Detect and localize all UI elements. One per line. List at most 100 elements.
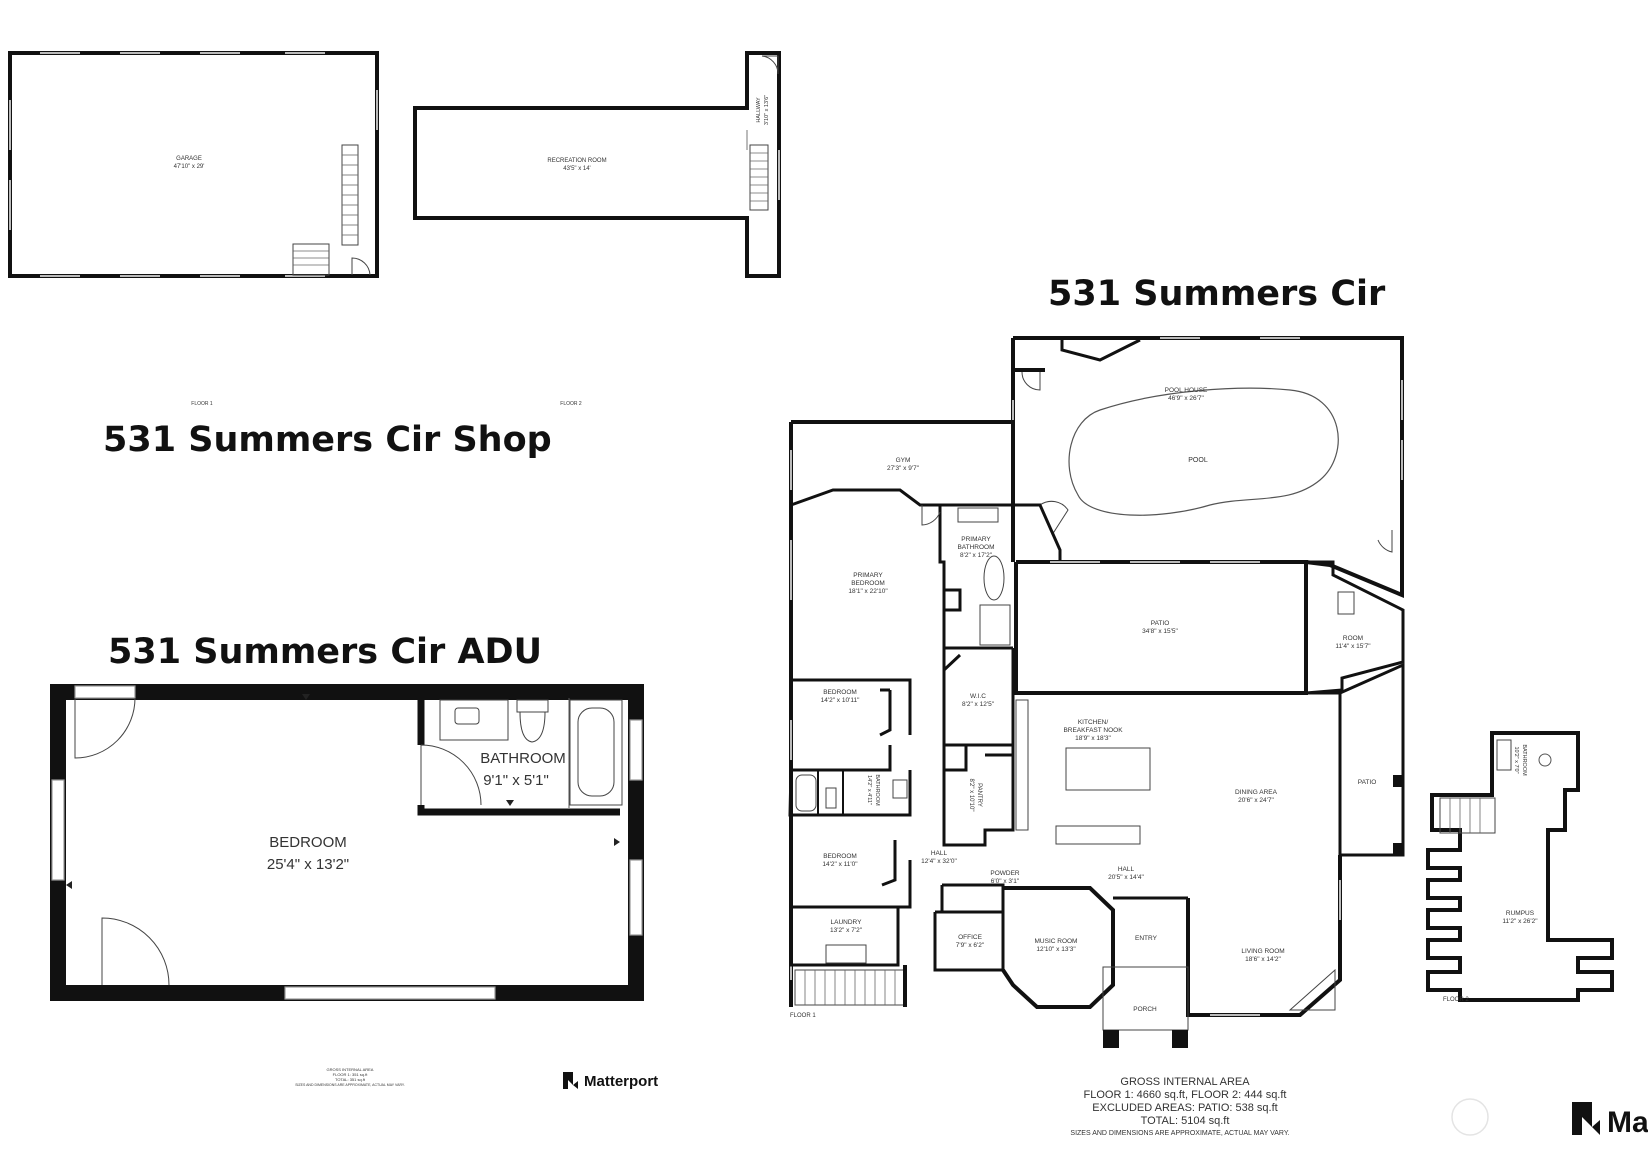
gia-total: TOTAL: 5104 sq.ft	[1141, 1115, 1230, 1127]
faint-circle-icon	[1451, 1098, 1489, 1136]
main-title: 531 Summers Cir	[1048, 274, 1386, 314]
adu-vanity	[439, 699, 509, 741]
matterport-icon	[563, 1072, 578, 1089]
pool-label: POOL	[1188, 457, 1208, 464]
main-floor2-plan: BATHROOM 10'2" x 7'0" RUMPUS 11'2" x 26'…	[1426, 731, 1614, 1003]
porch-label: PORCH	[1133, 1006, 1157, 1013]
pool-house-dim: 46'9" x 26'7"	[1168, 395, 1204, 402]
svg-text:GROSS INTERNAL AREA: GROSS INTERNAL AREA	[327, 1067, 374, 1072]
floor2-bathroom-label: BATHROOM	[1521, 744, 1527, 776]
main-gross-area: GROSS INTERNAL AREA FLOOR 1: 4660 sq.ft,…	[1070, 1076, 1289, 1137]
living-room-dim: 18'6" x 14'2"	[1245, 956, 1281, 963]
garage-door-swing	[351, 257, 371, 276]
kitchen-label1: KITCHEN/	[1078, 719, 1109, 726]
main-stairs	[794, 969, 906, 1006]
rumpus-dim: 11'2" x 26'2"	[1502, 918, 1538, 925]
music-room-label: MUSIC ROOM	[1035, 938, 1078, 945]
garage-label: GARAGE	[176, 156, 202, 162]
shop-title: 531 Summers Cir Shop	[103, 420, 552, 460]
patio2-label: PATIO	[1358, 779, 1377, 786]
adu-bathroom-dim: 9'1" x 5'1"	[483, 772, 549, 789]
matterport-wordmark-right: Ma	[1607, 1106, 1648, 1139]
powder-dim: 6'0" x 3'1"	[991, 878, 1020, 885]
adu-gross-area: GROSS INTERNAL AREA FLOOR 1: 351 sq.ft T…	[295, 1067, 405, 1087]
bathroom-dim: 14'2" x 4'11"	[866, 775, 872, 805]
wic-dim: 8'2" x 12'5"	[962, 701, 995, 708]
bedroom2-dim: 14'2" x 11'0"	[822, 861, 858, 868]
recreation-room-walls	[413, 51, 781, 278]
recreation-room-label: RECREATION ROOM	[547, 158, 606, 164]
adu-outer-walls	[50, 684, 644, 1001]
kitchen-dim: 18'9" x 18'3"	[1075, 735, 1111, 742]
gym-dim: 27'3" x 9'7"	[887, 465, 920, 472]
wic-label: W.I.C	[970, 693, 986, 700]
room-dim: 11'4" x 15'7"	[1335, 643, 1371, 650]
pool-house-label: POOL HOUSE	[1165, 387, 1208, 394]
primary-bedroom-dim: 18'1" x 22'10"	[848, 588, 888, 595]
hallway-door-swing	[761, 55, 779, 75]
office-dim: 7'9" x 6'2"	[956, 942, 985, 949]
garage-dim: 47'10" x 29'	[174, 164, 205, 170]
pantry-dim: 8'2" x 10'10"	[968, 779, 974, 812]
main-plan: POOL HOUSE 46'9" x 26'7" POOL GYM 27'3" …	[788, 336, 1614, 1048]
bathroom-door-swing	[420, 744, 482, 806]
matterport-logo-left: Matterport	[563, 1072, 658, 1090]
dining-dim: 20'6" x 24'7"	[1238, 797, 1274, 804]
bathroom-label: BATHROOM	[874, 774, 880, 806]
svg-text:SIZES AND DIMENSIONS ARE APPRO: SIZES AND DIMENSIONS ARE APPROXIMATE, AC…	[295, 1083, 405, 1087]
hall2-dim: 20'5" x 14'4"	[1108, 874, 1144, 881]
garage-stairs	[292, 144, 359, 276]
gym-label: GYM	[896, 457, 911, 464]
adu-entry-door-swing	[74, 697, 136, 759]
floor2-label: FLOOR 2	[1443, 997, 1469, 1003]
room-label: ROOM	[1343, 635, 1363, 642]
living-room-label: LIVING ROOM	[1241, 948, 1284, 955]
shop-floor2-label: FLOOR 2	[560, 401, 582, 407]
hall1-dim: 12'4" x 32'0"	[921, 858, 957, 865]
adu-toilet	[516, 699, 549, 743]
dining-label: DINING AREA	[1235, 789, 1278, 796]
office-label: OFFICE	[958, 934, 982, 941]
hall1-label: HALL	[931, 850, 948, 857]
patio-dim: 34'8" x 15'5"	[1142, 628, 1178, 635]
shop-floor1-label: FLOOR 1	[191, 401, 213, 407]
main-floor1-label: FLOOR 1	[790, 1013, 816, 1019]
hallway-dim: 3'10" x 13'6"	[764, 95, 770, 125]
primary-bathroom-label2: BATHROOM	[957, 544, 994, 551]
matterport-wordmark: Matterport	[584, 1073, 658, 1090]
primary-bathroom-label1: PRIMARY	[961, 536, 991, 543]
floor2-bathroom-dim: 10'2" x 7'0"	[1513, 746, 1519, 773]
gia-disclaimer: SIZES AND DIMENSIONS ARE APPROXIMATE, AC…	[1070, 1130, 1289, 1137]
svg-text:FLOOR 1: 351 sq.ft: FLOOR 1: 351 sq.ft	[333, 1072, 369, 1077]
primary-bedroom-label2: BEDROOM	[851, 580, 885, 587]
gia-excluded: EXCLUDED AREAS: PATIO: 538 sq.ft	[1092, 1102, 1277, 1114]
adu-title: 531 Summers Cir ADU	[108, 632, 542, 672]
bedroom1-label: BEDROOM	[823, 689, 857, 696]
matterport-logo-right: Ma	[1572, 1102, 1648, 1139]
laundry-dim: 13'2" x 7'2"	[830, 927, 863, 934]
adu-side-door-swing	[101, 917, 170, 986]
hallway-stairs	[749, 144, 769, 211]
gia-floors: FLOOR 1: 4660 sq.ft, FLOOR 2: 444 sq.ft	[1084, 1089, 1287, 1101]
gia-title: GROSS INTERNAL AREA	[1120, 1076, 1250, 1088]
primary-bedroom-label1: PRIMARY	[853, 572, 883, 579]
recreation-room-dim: 43'5" x 14'	[563, 166, 590, 172]
adu-plan: BATHROOM 9'1" x 5'1" BEDROOM 25'4" x 13'…	[50, 684, 644, 1001]
adu-bedroom-label: BEDROOM	[269, 834, 347, 851]
primary-bathroom-dim: 8'2" x 17'2"	[960, 552, 993, 559]
pool-house-walls	[1011, 336, 1404, 598]
adu-bedroom-dim: 25'4" x 13'2"	[267, 856, 349, 873]
kitchen-label2: BREAKFAST NOOK	[1063, 727, 1123, 734]
shop-plan: GARAGE 47'10" x 29' RECREATION ROOM 43'5…	[8, 51, 781, 407]
powder-label: POWDER	[990, 870, 1020, 877]
patio-label: PATIO	[1151, 620, 1170, 627]
hallway-label: HALLWAY	[756, 97, 762, 123]
entry-label: ENTRY	[1135, 935, 1158, 942]
adu-bathroom-label: BATHROOM	[480, 750, 566, 767]
music-room-dim: 12'10" x 13'3"	[1036, 946, 1076, 953]
garage-walls	[8, 51, 379, 278]
hall2-label: HALL	[1118, 866, 1135, 873]
bedroom2-label: BEDROOM	[823, 853, 857, 860]
pool-outline	[1068, 387, 1339, 516]
